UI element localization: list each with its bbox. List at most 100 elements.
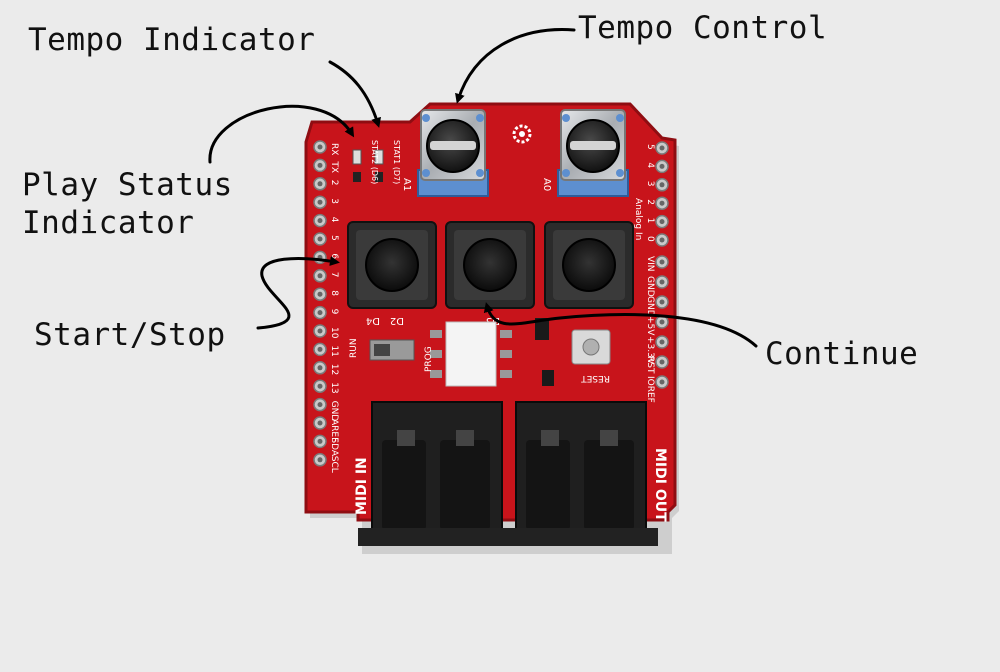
left-pin-label: 4 [329, 217, 339, 223]
callout-continue-text: Continue [765, 336, 919, 372]
arrow-start-stop [256, 256, 340, 330]
power-pin-label: +3.3V [645, 336, 655, 365]
right-pin-label: 2 [645, 199, 655, 205]
midi-in-label: MIDI IN [354, 457, 370, 515]
led-label-stat1: STAT1 (D7) [392, 140, 401, 184]
power-pin-label: VIN [645, 256, 655, 272]
pin-hole-center [317, 310, 323, 316]
pin-hole-center [659, 259, 665, 265]
right-pin-label: 1 [645, 218, 655, 224]
left-pin-label: AREF [329, 419, 339, 442]
arrow-tempo-control [455, 28, 576, 104]
pin-hole-center [317, 420, 323, 426]
power-pin-label: GND [645, 276, 655, 297]
pin-hole-center [317, 291, 323, 297]
smd-component [542, 370, 554, 386]
pin-hole-center [659, 279, 665, 285]
pin-hole-center [317, 236, 323, 242]
smd-component [535, 318, 549, 340]
callout-tempo-indicator: Tempo Indicator [28, 21, 315, 59]
run-prog-switch[interactable] [369, 339, 415, 361]
pin-hole-center [317, 328, 323, 334]
midi-out-connector[interactable] [508, 401, 658, 546]
left-pin-label: 6 [329, 253, 339, 259]
status-leds [352, 149, 384, 182]
button-d4[interactable] [347, 221, 437, 309]
tempo-potentiometer-a0[interactable] [557, 109, 629, 197]
power-pin-label: GND [645, 296, 655, 317]
callout-tempo-control: Tempo Control [578, 9, 827, 47]
gear-logo [512, 124, 532, 144]
pin-hole-center [317, 438, 323, 444]
pin-hole-center [659, 319, 665, 325]
left-pin-label: 11 [329, 345, 339, 356]
pin-hole-center [317, 144, 323, 150]
pot-label-a1: A1 [401, 178, 412, 191]
pin-hole-center [317, 346, 323, 352]
left-pin-label: 8 [329, 290, 339, 296]
pin-hole-center [317, 273, 323, 279]
pin-hole-center [659, 163, 665, 169]
reset-label: RESET [581, 373, 610, 383]
switch-label-prog: PROG [424, 346, 434, 372]
button-label-d2: D2 [390, 315, 404, 326]
right-pin-label: 0 [645, 236, 655, 242]
callout-arrows [208, 28, 758, 348]
right-pin-label: 5 [645, 144, 655, 150]
left-pin-label: 2 [329, 180, 339, 186]
left-pin-label: 5 [329, 235, 339, 241]
pin-hole-center [659, 359, 665, 365]
pin-hole-center [659, 379, 665, 385]
callout-tempo-control-text: Tempo Control [578, 10, 828, 46]
callout-play-status-line1: Play Status [22, 167, 233, 203]
right-pin-label: 4 [645, 162, 655, 168]
midi-out-label: MIDI OUT [652, 448, 668, 522]
callout-start-stop-text: Start/Stop [34, 317, 226, 353]
pin-hole-center [659, 299, 665, 305]
pin-hole-center [659, 182, 665, 188]
power-pin-label: IOREF [645, 376, 655, 403]
left-pin-label: SDA [329, 437, 339, 456]
analog-in-label: Analog In [633, 198, 643, 240]
callout-play-status-indicator: Play Status Indicator [22, 166, 233, 242]
arrow-tempo-indicator [328, 60, 381, 128]
callout-start-stop: Start/Stop [34, 316, 226, 354]
button-d3[interactable] [445, 221, 535, 309]
midi-in-connector[interactable] [358, 401, 508, 546]
left-pin-label: TX [329, 160, 339, 173]
left-pin-label: 13 [329, 382, 339, 393]
left-pin-label: GND [329, 401, 339, 422]
button-label-d4: D4 [366, 315, 380, 326]
pin-hole-center [659, 339, 665, 345]
pin-hole-center [659, 200, 665, 206]
pin-hole-center [317, 457, 323, 463]
led-label-stat2: STAT2 (D6) [370, 140, 379, 184]
pin-hole-center [317, 162, 323, 168]
left-pin-label: 9 [329, 309, 339, 315]
pin-hole-center [659, 237, 665, 243]
left-pin-label: 7 [329, 272, 339, 278]
pin-hole-center [317, 383, 323, 389]
left-pin-label: 12 [329, 364, 339, 375]
pin-hole-center [317, 181, 323, 187]
pin-hole-center [317, 199, 323, 205]
arrow-play-status [208, 104, 355, 164]
reset-button[interactable] [571, 329, 611, 365]
arrow-continue [483, 302, 758, 348]
button-d2[interactable] [544, 221, 634, 309]
callout-play-status-line2: Indicator [22, 205, 195, 241]
pin-hole-center [659, 145, 665, 151]
pin-hole-center [659, 219, 665, 225]
left-pin-label: RX [329, 143, 339, 155]
callout-continue: Continue [765, 335, 918, 373]
pin-hole-center [317, 402, 323, 408]
left-pin-label: 10 [329, 327, 339, 339]
button-label-d3: D3 [486, 315, 500, 326]
tempo-potentiometer-a1[interactable] [417, 109, 489, 197]
pot-label-a0: A0 [541, 178, 552, 191]
switch-label-run: RUN [349, 338, 359, 358]
pin-hole-center [317, 218, 323, 224]
